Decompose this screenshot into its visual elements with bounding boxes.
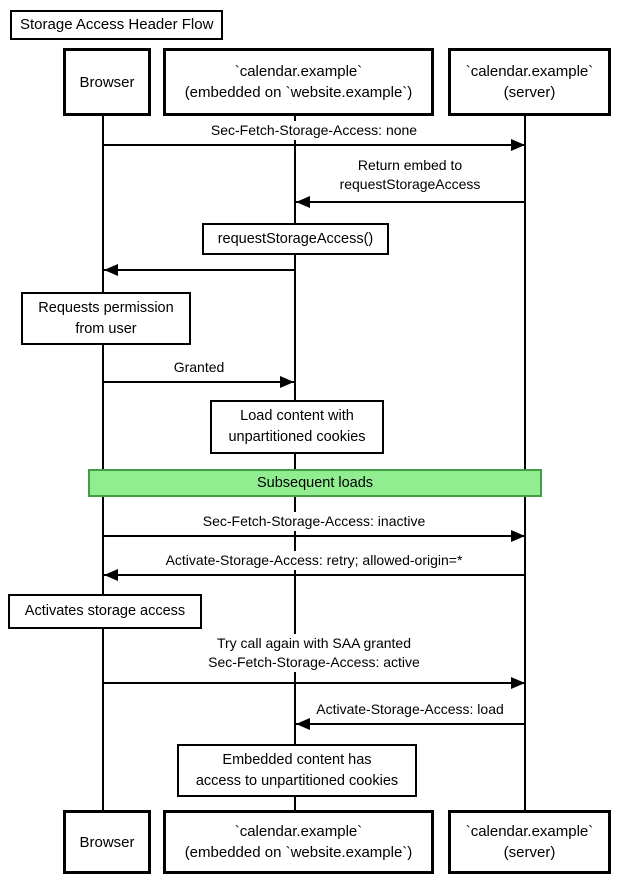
message-line: [103, 381, 294, 383]
arrowhead-right-icon: [511, 139, 525, 151]
note-load-content: Load content with unpartitioned cookies: [210, 400, 384, 454]
note-request-storage-access: requestStorageAccess(): [202, 223, 389, 255]
note-activates-storage: Activates storage access: [8, 594, 202, 629]
arrowhead-right-icon: [511, 677, 525, 689]
diagram-title: Storage Access Header Flow: [10, 10, 224, 40]
lifeline-embed: [294, 110, 296, 810]
message-line: [296, 201, 525, 203]
arrowhead-left-icon: [296, 718, 310, 730]
actor-server-bottom: `calendar.example` (server): [448, 810, 611, 874]
message-line: [103, 682, 525, 684]
arrowhead-right-icon: [280, 376, 294, 388]
message-label-return-embed: Return embed to requestStorageAccess: [335, 156, 485, 194]
actor-embed-top: `calendar.example` (embedded on `website…: [163, 48, 434, 116]
actor-embed-bottom: `calendar.example` (embedded on `website…: [163, 810, 434, 874]
message-line: [103, 144, 525, 146]
arrowhead-left-icon: [104, 264, 118, 276]
note-embedded-access: Embedded content has access to unpartiti…: [177, 744, 417, 797]
message-line: [296, 723, 525, 725]
actor-browser-bottom: Browser: [63, 810, 151, 874]
arrowhead-left-icon: [104, 569, 118, 581]
message-line: [104, 574, 525, 576]
lifeline-server: [524, 110, 526, 810]
message-label-asa-load: Activate-Storage-Access: load: [312, 700, 508, 719]
message-label-sfsa-inactive: Sec-Fetch-Storage-Access: inactive: [198, 512, 430, 531]
arrowhead-left-icon: [296, 196, 310, 208]
message-label-sfsa-none: Sec-Fetch-Storage-Access: none: [206, 121, 422, 140]
lifeline-browser: [102, 110, 104, 810]
divider-subsequent-loads: Subsequent loads: [88, 469, 542, 497]
message-line: [104, 269, 295, 271]
message-label-granted: Granted: [169, 358, 229, 377]
message-label-try-again: Try call again with SAA granted Sec-Fetc…: [204, 634, 424, 672]
actor-server-top: `calendar.example` (server): [448, 48, 611, 116]
arrowhead-right-icon: [511, 530, 525, 542]
message-line: [103, 535, 525, 537]
message-label-asa-retry: Activate-Storage-Access: retry; allowed-…: [161, 551, 467, 570]
note-requests-permission: Requests permission from user: [21, 292, 191, 345]
actor-browser-top: Browser: [63, 48, 151, 116]
